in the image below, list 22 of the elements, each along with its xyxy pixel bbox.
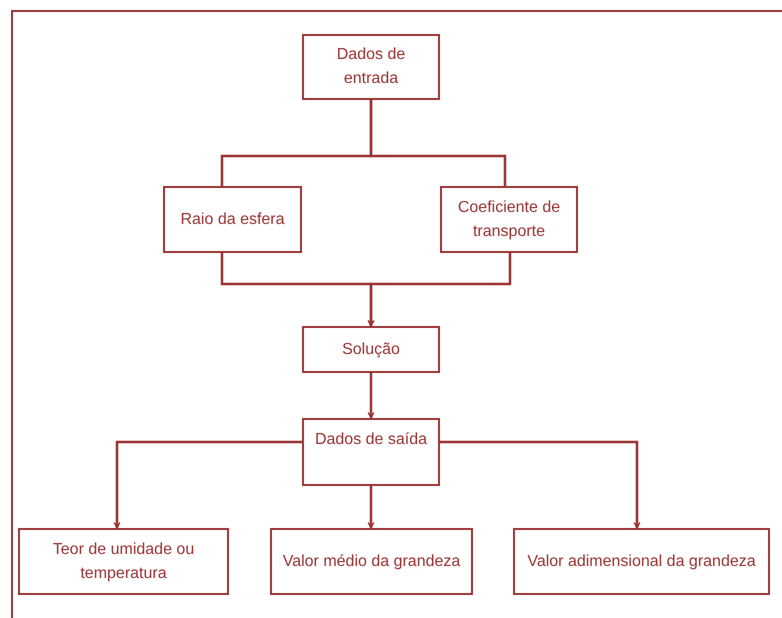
process-box bbox=[513, 528, 770, 595]
box-label: Valor médio da grandeza bbox=[282, 552, 460, 572]
box-label: Teor de umidade ou temperatura bbox=[52, 540, 196, 584]
process-box bbox=[302, 326, 440, 373]
process-box bbox=[163, 186, 302, 253]
process-box bbox=[440, 186, 578, 253]
process-box bbox=[18, 528, 229, 595]
box-label: Valor adimensional da grandeza bbox=[527, 552, 756, 572]
arrow bbox=[368, 486, 374, 529]
process-box bbox=[302, 418, 440, 486]
box-label: Dados de entrada bbox=[336, 45, 406, 89]
process-box bbox=[302, 34, 440, 100]
box-label: Coeficiente de transporte bbox=[456, 198, 562, 242]
arrow bbox=[114, 440, 302, 529]
connector-line bbox=[370, 100, 506, 186]
box-label: Raio da esfera bbox=[180, 210, 285, 230]
arrow bbox=[440, 440, 640, 529]
process-box bbox=[270, 528, 473, 595]
arrow bbox=[368, 253, 512, 327]
arrow bbox=[368, 373, 374, 419]
box-label: Solução bbox=[342, 340, 400, 360]
box-label: Dados de saída bbox=[314, 430, 428, 450]
